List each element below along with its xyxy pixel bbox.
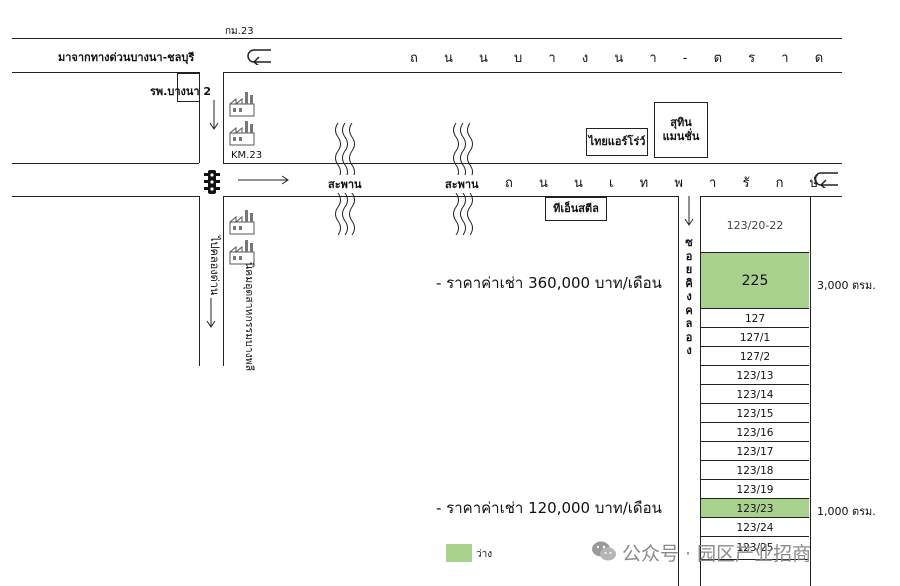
plot-123-17: 123/17 [701, 441, 809, 461]
factory-icon [229, 240, 255, 265]
km-label: กม.23 [225, 26, 254, 37]
plot-123-13: 123/13 [701, 365, 809, 385]
factory-icon [229, 121, 255, 146]
bridge-label-2: สะพาน [445, 175, 479, 193]
arrow-down-icon-upper [209, 100, 219, 130]
suthin-mansion-landmark: สุทิน แมนชั่น [654, 102, 708, 158]
thai-air-landmark: ไทยแอร์โร่ว์ [586, 128, 648, 156]
thepharak-road-bottom-edge-mid [223, 196, 678, 197]
factory-icon [229, 210, 255, 235]
u-turn-icon-thepharak [814, 172, 838, 188]
thepharak-road-bottom-edge-left [12, 196, 199, 197]
to-khlong-dan-label: ไปคลองด่าน [208, 236, 221, 296]
thepharak-road-top-edge-left [12, 163, 199, 164]
industrial-estate-label: นิคมอุตสาหกรรมบางพลี [243, 262, 255, 372]
cross-road-left-edge-upper [199, 72, 200, 163]
hospital-box [177, 73, 200, 102]
factory-icon [229, 92, 255, 117]
arrow-down-icon-lower [206, 298, 216, 328]
rent-price-1: - ราคาค่าเช่า 360,000 บาท/เดือน [436, 274, 662, 292]
arrow-right-icon [238, 175, 289, 185]
plot-123-14: 123/14 [701, 384, 809, 404]
soi-khlong-road-left-edge [678, 196, 679, 586]
plot-123-23-area: 1,000 ตรม. [817, 505, 876, 518]
plot-123-16: 123/16 [701, 422, 809, 442]
suthin-line-2: แมนชั่น [662, 130, 700, 143]
plot-123-24: 123/24 [701, 517, 809, 537]
cross-road-right-edge-upper [223, 72, 224, 163]
plot-123-15: 123/15 [701, 403, 809, 423]
wechat-icon [592, 541, 616, 561]
soi-khing-khlong-label: ซ อ ย คิ ง ค ล อ ง [683, 236, 695, 358]
plot-123-25: 123/25 [701, 536, 809, 560]
plot-225-area: 3,000 ตรม. [817, 279, 876, 292]
bangna-trat-road-bottom-edge-left [12, 72, 199, 73]
soi-letter: ย [685, 263, 693, 276]
hospital-label: รพ.บางนา 2 [150, 85, 212, 98]
plot-127-1: 127/1 [701, 327, 809, 347]
km23-label: KM.23 [231, 150, 263, 161]
bangna-trat-road-bottom-edge-right [223, 72, 842, 73]
soi-letter: ง [686, 344, 692, 357]
plot-123-23: 123/23 [701, 498, 809, 518]
legend-vacant-label: ว่าง [476, 549, 493, 560]
plot-225: 225 [701, 252, 809, 309]
soi-khlong-road-right-edge [700, 196, 701, 586]
soi-letter: อ [685, 330, 693, 344]
plot-123-20-22: 123/20-22 [701, 196, 809, 253]
soi-letter: ซ [685, 236, 693, 249]
soi-letter: ค [685, 303, 693, 317]
watermark-text: 公众号 · 园区产业招商 [622, 543, 812, 565]
plot-127: 127 [701, 308, 809, 328]
plot-123-19: 123/19 [701, 479, 809, 499]
rent-price-2: - ราคาค่าเช่า 120,000 บาท/เดือน [436, 499, 662, 517]
soi-letter: ล [685, 317, 693, 330]
soi-letter: อ [685, 249, 693, 263]
soi-letter: คิ [685, 276, 693, 290]
u-turn-icon-bangna [247, 49, 271, 65]
plot-127-2: 127/2 [701, 346, 809, 366]
traffic-light-icon [204, 170, 220, 194]
thepharak-road-top-edge-right [223, 163, 842, 164]
bridge-label-1: สะพาน [328, 175, 362, 193]
cross-road-left-edge-lower [199, 196, 200, 366]
from-expressway-label: มาจากทางด่วนบางนา-ชลบุรี [58, 51, 195, 64]
bangna-trat-road-label: ถ น น บ า ง น า - ต ร า ด [410, 51, 835, 66]
legend-vacant-swatch [446, 544, 472, 562]
cross-road-right-edge-lower [223, 196, 224, 366]
soi-letter: ง [686, 290, 692, 303]
plot-123-18: 123/18 [701, 460, 809, 480]
arrow-down-icon-soi [684, 196, 694, 226]
tis-steel-landmark: ทีเอ็นสตีล [545, 197, 607, 221]
thepharak-road-label: ถ น น เ ท พ า รั ก ษ์ [505, 176, 830, 191]
suthin-line-1: สุทิน [670, 116, 692, 129]
plots-column [700, 196, 811, 586]
bangna-trat-road-top-edge [12, 38, 842, 39]
